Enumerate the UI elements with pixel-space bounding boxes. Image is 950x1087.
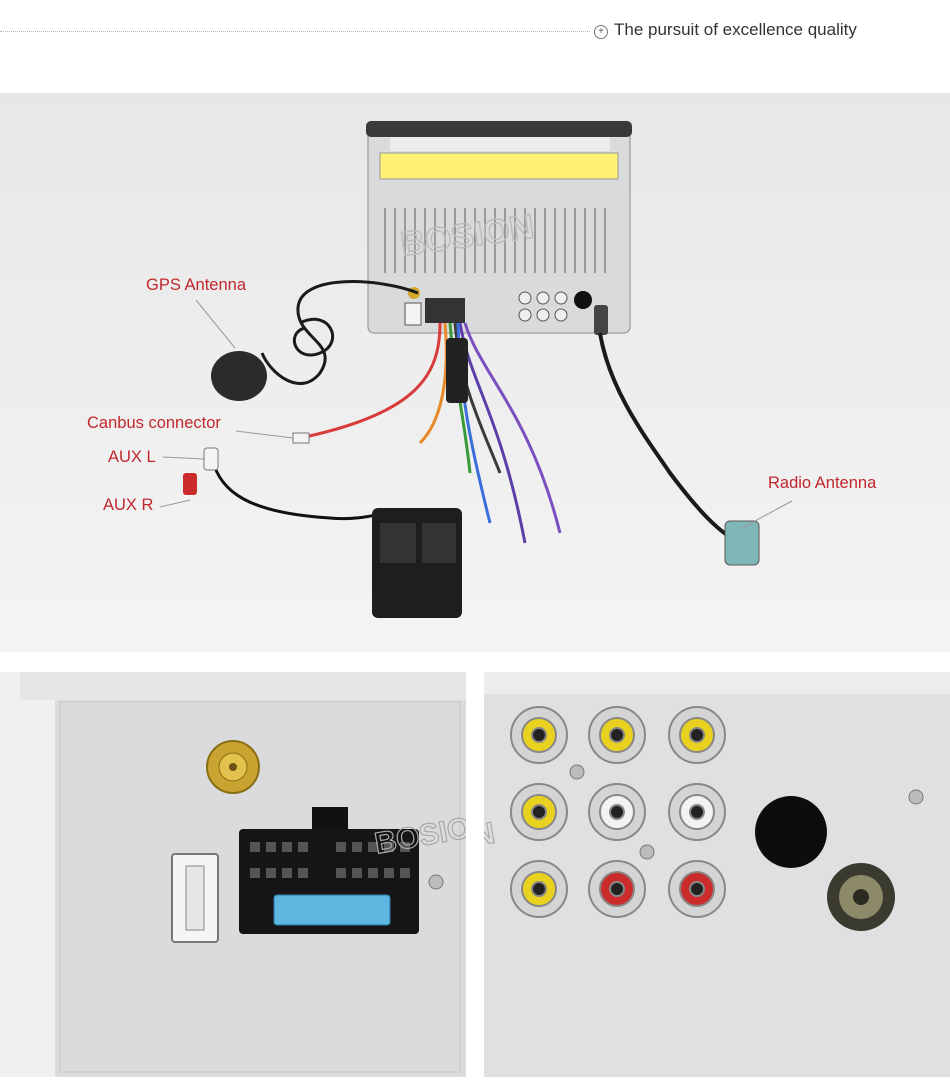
label-aux-l: AUX L xyxy=(108,448,156,466)
label-canbus-connector: Canbus connector xyxy=(87,414,221,432)
label-radio-antenna: Radio Antenna xyxy=(768,474,877,492)
tagline: + The pursuit of excellence quality xyxy=(594,20,857,40)
label-aux-r: AUX R xyxy=(103,496,154,514)
closeup-gps-usb-iso: BOSION xyxy=(0,672,466,1077)
connector-closeup-right: BOSION xyxy=(484,672,950,1077)
wiring-overview-photo: BOSION xyxy=(0,93,950,652)
dotted-divider xyxy=(0,31,590,32)
closeup-rca-jacks: BOSION xyxy=(484,672,950,1077)
label-gps-antenna: GPS Antenna xyxy=(146,276,246,294)
tagline-text: The pursuit of excellence quality xyxy=(614,20,857,39)
plus-circle-icon: + xyxy=(594,25,608,39)
head-unit-illustration: BOSION xyxy=(159,121,793,618)
page-header: + The pursuit of excellence quality xyxy=(0,0,950,80)
connector-closeup-left: BOSION xyxy=(20,672,466,1077)
